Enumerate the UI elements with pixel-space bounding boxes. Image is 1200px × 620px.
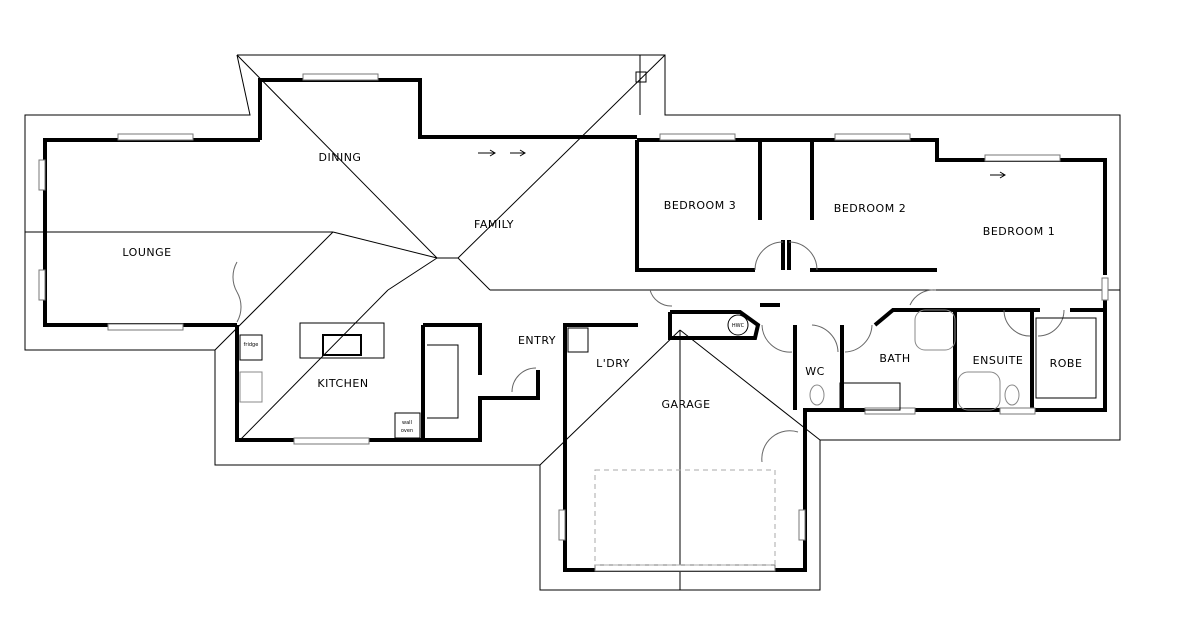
windows: [38, 73, 1109, 572]
room-label-family: FAMILY: [474, 218, 514, 231]
room-label-bedroom-3: BEDROOM 3: [664, 199, 736, 212]
room-label-dining: DINING: [319, 151, 362, 164]
wall-oven-label-2: oven: [401, 428, 413, 434]
hwc-label: HWC: [732, 323, 745, 329]
roof-hip-lines: [25, 54, 1120, 590]
room-label-wc: WC: [805, 365, 825, 378]
walls: [43, 78, 1107, 572]
room-label-entry: ENTRY: [518, 334, 556, 347]
room-label-laundry: L'DRY: [596, 357, 630, 370]
wall-oven-label-1: wall: [402, 420, 412, 426]
doors: [232, 241, 1065, 463]
room-label-kitchen: KITCHEN: [317, 377, 368, 390]
room-label-garage: GARAGE: [661, 398, 710, 411]
fridge-label: fridge: [244, 342, 259, 348]
room-label-ensuite: ENSUITE: [973, 354, 1024, 367]
slider-arrows: [478, 149, 1006, 179]
room-label-bedroom-2: BEDROOM 2: [834, 202, 906, 215]
fixtures: [239, 71, 1097, 566]
roof-outline: [24, 54, 1121, 591]
room-label-robe: ROBE: [1050, 357, 1083, 370]
room-label-lounge: LOUNGE: [122, 246, 171, 259]
room-label-bedroom-1: BEDROOM 1: [983, 225, 1055, 238]
room-label-bath: BATH: [879, 352, 910, 365]
